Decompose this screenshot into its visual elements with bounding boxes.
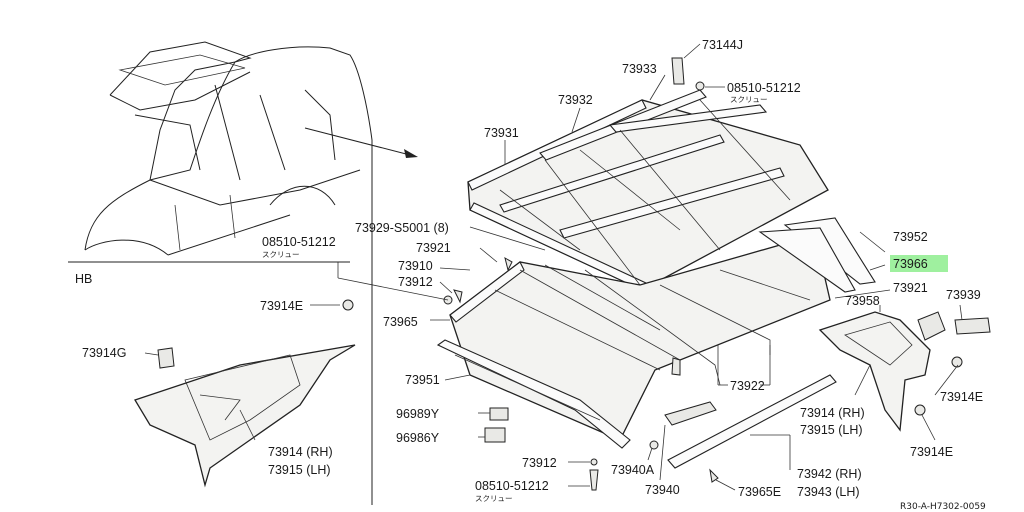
clips-and-fasteners [342, 57, 963, 491]
left-quarter-trim [134, 344, 356, 488]
label-73952: 73952 [893, 230, 928, 244]
label-73958: 73958 [845, 294, 880, 308]
car-illustration [84, 41, 418, 256]
label-73965E: 73965E [738, 485, 781, 499]
label-73922: 73922 [730, 379, 765, 393]
label-73940A: 73940A [611, 463, 655, 477]
label-73966: 73966 [893, 257, 928, 271]
label-screw-a: スクリュー [730, 95, 768, 104]
label-08510-b: 08510-51212 [262, 235, 336, 249]
label-73914-rh-b: 73914 (RH) [268, 445, 333, 459]
label-73914E-c: 73914E [910, 445, 953, 459]
label-73915-lh-b: 73915 (LH) [268, 463, 331, 477]
label-screw-b: スクリュー [262, 250, 300, 259]
label-73951: 73951 [405, 373, 440, 387]
label-96986Y: 96986Y [396, 431, 440, 445]
label-73914E-b: 73914E [940, 390, 983, 404]
highlight-73966 [890, 255, 948, 272]
label-73912-b: 73912 [522, 456, 557, 470]
label-73912-a: 73912 [398, 275, 433, 289]
label-73965: 73965 [383, 315, 418, 329]
label-96989Y: 96989Y [396, 407, 440, 421]
label-73144J: 73144J [702, 38, 743, 52]
label-73939: 73939 [946, 288, 981, 302]
label-73929: 73929-S5001 (8) [355, 221, 449, 235]
headlining-assembly [436, 89, 876, 469]
right-quarter-trim [818, 311, 991, 432]
label-73943-lh: 73943 (LH) [797, 485, 860, 499]
label-73914E-a: 73914E [260, 299, 303, 313]
label-73932: 73932 [558, 93, 593, 107]
label-73942-rh: 73942 (RH) [797, 467, 862, 481]
label-73933: 73933 [622, 62, 657, 76]
label-reference-code: R30-A-H7302-0059 [900, 502, 986, 512]
leader-lines [68, 43, 963, 505]
label-73921-b: 73921 [893, 281, 928, 295]
label-73931: 73931 [484, 126, 519, 140]
label-73914-rh-a: 73914 (RH) [800, 406, 865, 420]
label-73921-a: 73921 [416, 241, 451, 255]
label-hb: HB [75, 272, 92, 286]
label-73914G: 73914G [82, 346, 126, 360]
label-73915-lh-a: 73915 (LH) [800, 423, 863, 437]
label-73940: 73940 [645, 483, 680, 497]
label-screw-c: スクリュー [475, 494, 513, 503]
part-labels: 73144J 73933 08510-51212 スクリュー 73932 739… [75, 38, 986, 512]
label-73910: 73910 [398, 259, 433, 273]
label-08510-c: 08510-51212 [475, 479, 549, 493]
label-08510-a: 08510-51212 [727, 81, 801, 95]
